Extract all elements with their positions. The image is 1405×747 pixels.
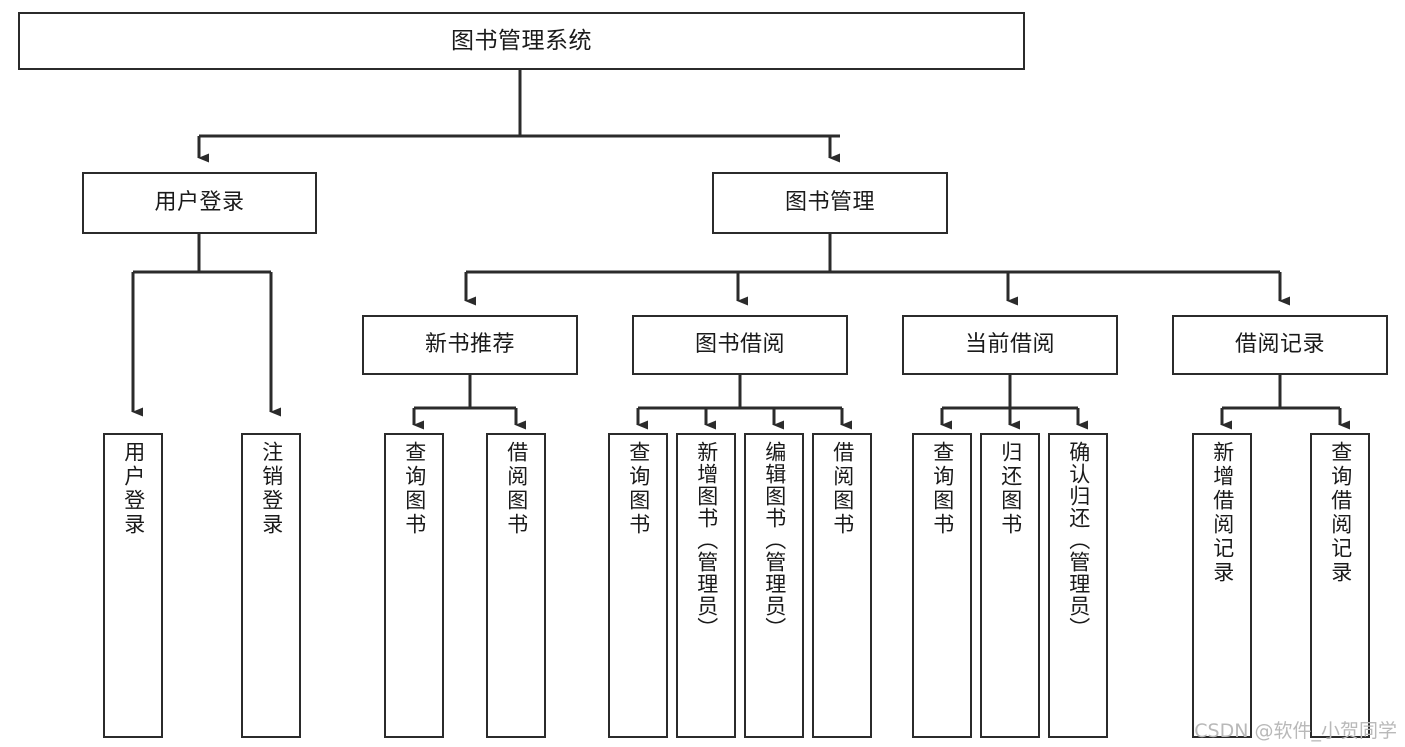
node-leaf-add-book-admin[interactable]: 新增图书（管理员）	[676, 433, 736, 738]
node-leaf-query-borrow-record[interactable]: 查询借阅记录	[1310, 433, 1370, 738]
node-label: 查询图书	[930, 441, 955, 537]
node-label: 图书管理	[784, 190, 875, 216]
node-label: 新增借阅记录	[1210, 441, 1235, 585]
node-leaf-confirm-return-admin[interactable]: 确认归还（管理员）	[1048, 433, 1108, 738]
node-root-book-management-system[interactable]: 图书管理系统	[18, 12, 1025, 70]
node-label: 新书推荐	[424, 332, 515, 358]
node-label: 归还图书	[998, 441, 1023, 537]
node-label: 查询借阅记录	[1328, 441, 1353, 585]
node-label: 新增图书（管理员）	[694, 441, 719, 639]
watermark-text: CSDN @软件_小贺同学	[1194, 720, 1397, 742]
node-label: 图书管理系统	[451, 27, 592, 54]
node-book-management[interactable]: 图书管理	[712, 172, 948, 234]
node-leaf-query-book-borrowing[interactable]: 查询图书	[608, 433, 668, 738]
node-label: 借阅图书	[504, 441, 529, 537]
node-label: 用户登录	[154, 190, 245, 216]
node-label: 用户登录	[121, 441, 146, 537]
node-leaf-logout-login[interactable]: 注销登录	[241, 433, 301, 738]
node-label: 借阅图书	[830, 441, 855, 537]
node-leaf-add-borrow-record[interactable]: 新增借阅记录	[1192, 433, 1252, 738]
node-leaf-return-book[interactable]: 归还图书	[980, 433, 1040, 738]
node-leaf-query-book-recommendation[interactable]: 查询图书	[384, 433, 444, 738]
node-leaf-edit-book-admin[interactable]: 编辑图书（管理员）	[744, 433, 804, 738]
node-current-borrowing[interactable]: 当前借阅	[902, 315, 1118, 375]
node-leaf-borrow-book-borrowing[interactable]: 借阅图书	[812, 433, 872, 738]
node-label: 借阅记录	[1234, 332, 1325, 358]
node-leaf-user-login[interactable]: 用户登录	[103, 433, 163, 738]
node-leaf-query-book-current[interactable]: 查询图书	[912, 433, 972, 738]
node-label: 当前借阅	[964, 332, 1055, 358]
node-user-login[interactable]: 用户登录	[82, 172, 317, 234]
node-label: 查询图书	[626, 441, 651, 537]
node-borrowing-records[interactable]: 借阅记录	[1172, 315, 1388, 375]
node-label: 编辑图书（管理员）	[762, 441, 787, 639]
node-new-book-recommendation[interactable]: 新书推荐	[362, 315, 578, 375]
node-label: 注销登录	[259, 441, 284, 537]
node-book-borrowing[interactable]: 图书借阅	[632, 315, 848, 375]
node-label: 查询图书	[402, 441, 427, 537]
node-label: 图书借阅	[694, 332, 785, 358]
node-leaf-borrow-book-recommendation[interactable]: 借阅图书	[486, 433, 546, 738]
node-label: 确认归还（管理员）	[1066, 441, 1091, 639]
